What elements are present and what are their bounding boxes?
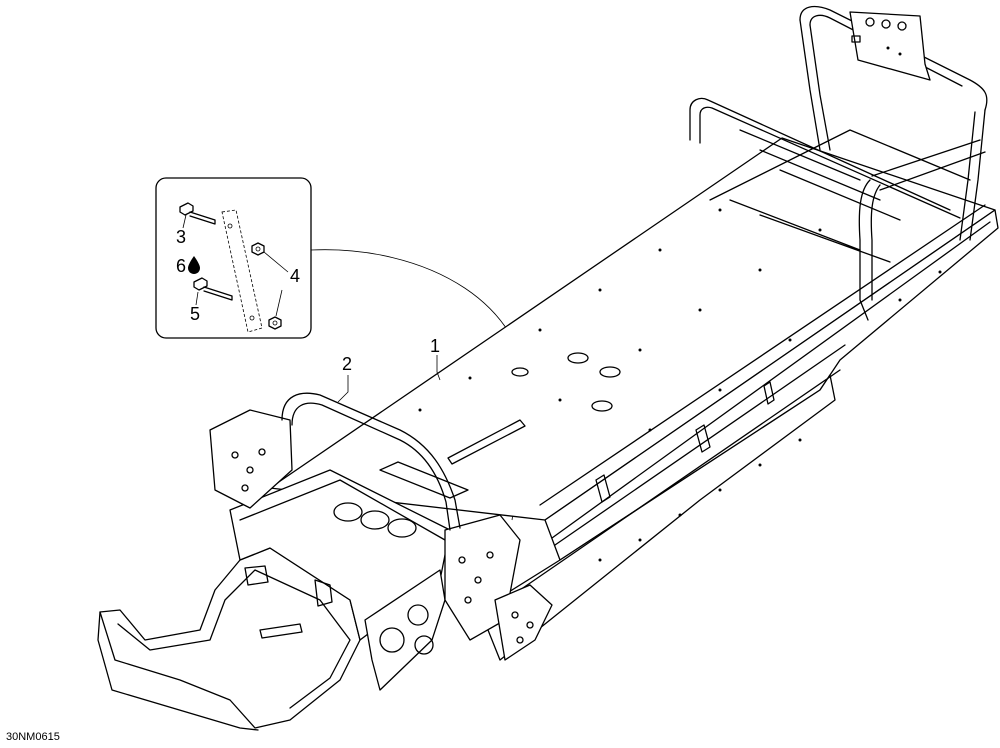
frame-tunnel bbox=[269, 137, 999, 661]
front-chassis bbox=[97, 409, 553, 731]
bolt-3-graphic bbox=[179, 202, 216, 225]
reference-code: 30NM0615 bbox=[6, 731, 60, 743]
liquid-drop-icon bbox=[188, 256, 200, 274]
nut-4-graphic bbox=[251, 242, 289, 330]
callout-6-label: 6 bbox=[176, 256, 186, 276]
front-grab-handle bbox=[281, 392, 461, 531]
callout-4-label: 4 bbox=[290, 266, 300, 286]
bolt-5-graphic bbox=[193, 277, 233, 301]
rivet-pattern bbox=[418, 208, 942, 562]
callout-1-label: 1 bbox=[430, 336, 440, 356]
callout-5-label: 5 bbox=[190, 304, 200, 324]
rear-rack bbox=[689, 5, 988, 321]
callout-3-label: 3 bbox=[176, 227, 186, 247]
callout-2-label: 2 bbox=[342, 354, 352, 374]
